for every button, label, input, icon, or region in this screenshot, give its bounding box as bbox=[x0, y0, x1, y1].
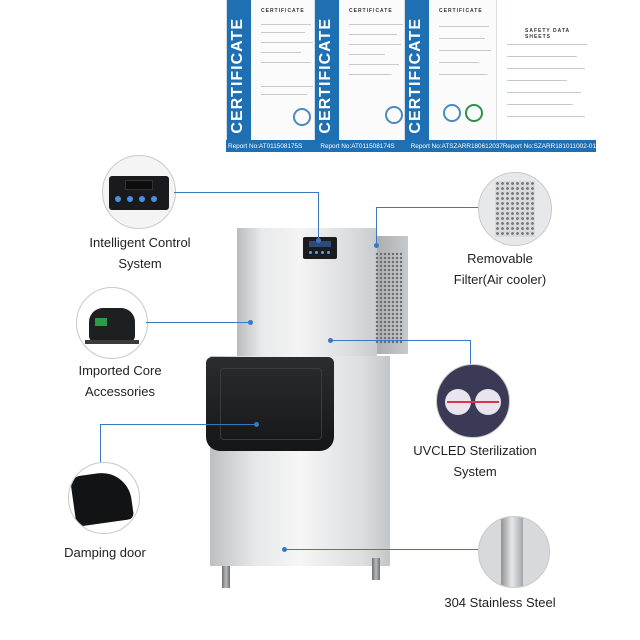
pointer-line bbox=[146, 322, 250, 323]
pointer-line bbox=[376, 207, 478, 208]
sds-heading: SAFETY DATA SHEETS bbox=[525, 28, 570, 40]
compressor-closeup bbox=[76, 287, 148, 359]
uv-led-closeup bbox=[436, 364, 510, 438]
intelligent-control-label: Intelligent Control System bbox=[89, 235, 191, 271]
control-panel bbox=[303, 237, 337, 259]
safety-data-sheet: SAFETY DATA SHEETS bbox=[496, 0, 596, 140]
rohs-seal-icon bbox=[465, 104, 483, 122]
seal-icon bbox=[443, 104, 461, 122]
pointer-dot bbox=[374, 243, 379, 248]
seal-icon bbox=[293, 108, 311, 126]
damping-door bbox=[206, 357, 334, 451]
stainless-steel-label: 304 Stainless Steel bbox=[444, 595, 556, 610]
pointer-line bbox=[100, 424, 256, 425]
imported-core-label: Imported Core Accessories bbox=[78, 363, 162, 399]
report-numbers-bar: Report No:AT011508175S Report No:AT01150… bbox=[226, 140, 596, 152]
pointer-line bbox=[330, 340, 470, 341]
damping-door-label: Damping door bbox=[64, 545, 146, 560]
certificate-2: CERTIFICATE CERTIFICATE bbox=[314, 0, 411, 140]
certificate-1: CERTIFICATE CERTIFICATE bbox=[226, 0, 319, 140]
certificate-band: CERTIFICATE bbox=[227, 0, 251, 140]
pointer-line bbox=[470, 340, 471, 364]
certificate-heading: CERTIFICATE bbox=[261, 8, 305, 14]
control-panel-closeup bbox=[102, 155, 176, 229]
damping-door-closeup bbox=[68, 462, 140, 534]
air-grille bbox=[375, 252, 403, 344]
certificates-strip: CERTIFICATE CERTIFICATE CERTIFICATE CERT… bbox=[226, 0, 596, 150]
pointer-line bbox=[284, 549, 478, 550]
filter-closeup bbox=[478, 172, 552, 246]
pointer-line bbox=[100, 424, 101, 462]
removable-filter-label: Removable Filter(Air cooler) bbox=[453, 251, 547, 287]
pointer-dot bbox=[282, 547, 287, 552]
report-number: Report No:AT011508174S bbox=[320, 142, 395, 150]
pointer-line bbox=[376, 207, 377, 245]
certificate-heading: CERTIFICATE bbox=[439, 8, 483, 14]
machine-leg bbox=[222, 566, 230, 588]
pointer-dot bbox=[254, 422, 259, 427]
report-number: Report No:ATSZARR180612037 bbox=[410, 142, 503, 150]
uvcled-label: UVCLED Sterilization System bbox=[413, 443, 537, 479]
stainless-closeup bbox=[478, 516, 550, 588]
pointer-dot bbox=[248, 320, 253, 325]
certificate-band: CERTIFICATE bbox=[315, 0, 339, 140]
pointer-line bbox=[174, 192, 318, 193]
pointer-line bbox=[318, 192, 319, 240]
door-panel-outline bbox=[220, 368, 322, 440]
report-number: Report No:SZARR181011002-01 bbox=[502, 142, 596, 150]
pointer-dot bbox=[316, 238, 321, 243]
report-number: Report No:AT011508175S bbox=[228, 142, 303, 150]
certificate-3: CERTIFICATE CERTIFICATE bbox=[404, 0, 497, 140]
machine-leg bbox=[372, 558, 380, 580]
pointer-dot bbox=[328, 338, 333, 343]
seal-icon bbox=[385, 106, 403, 124]
certificate-band: CERTIFICATE bbox=[405, 0, 429, 140]
certificate-heading: CERTIFICATE bbox=[349, 8, 393, 14]
